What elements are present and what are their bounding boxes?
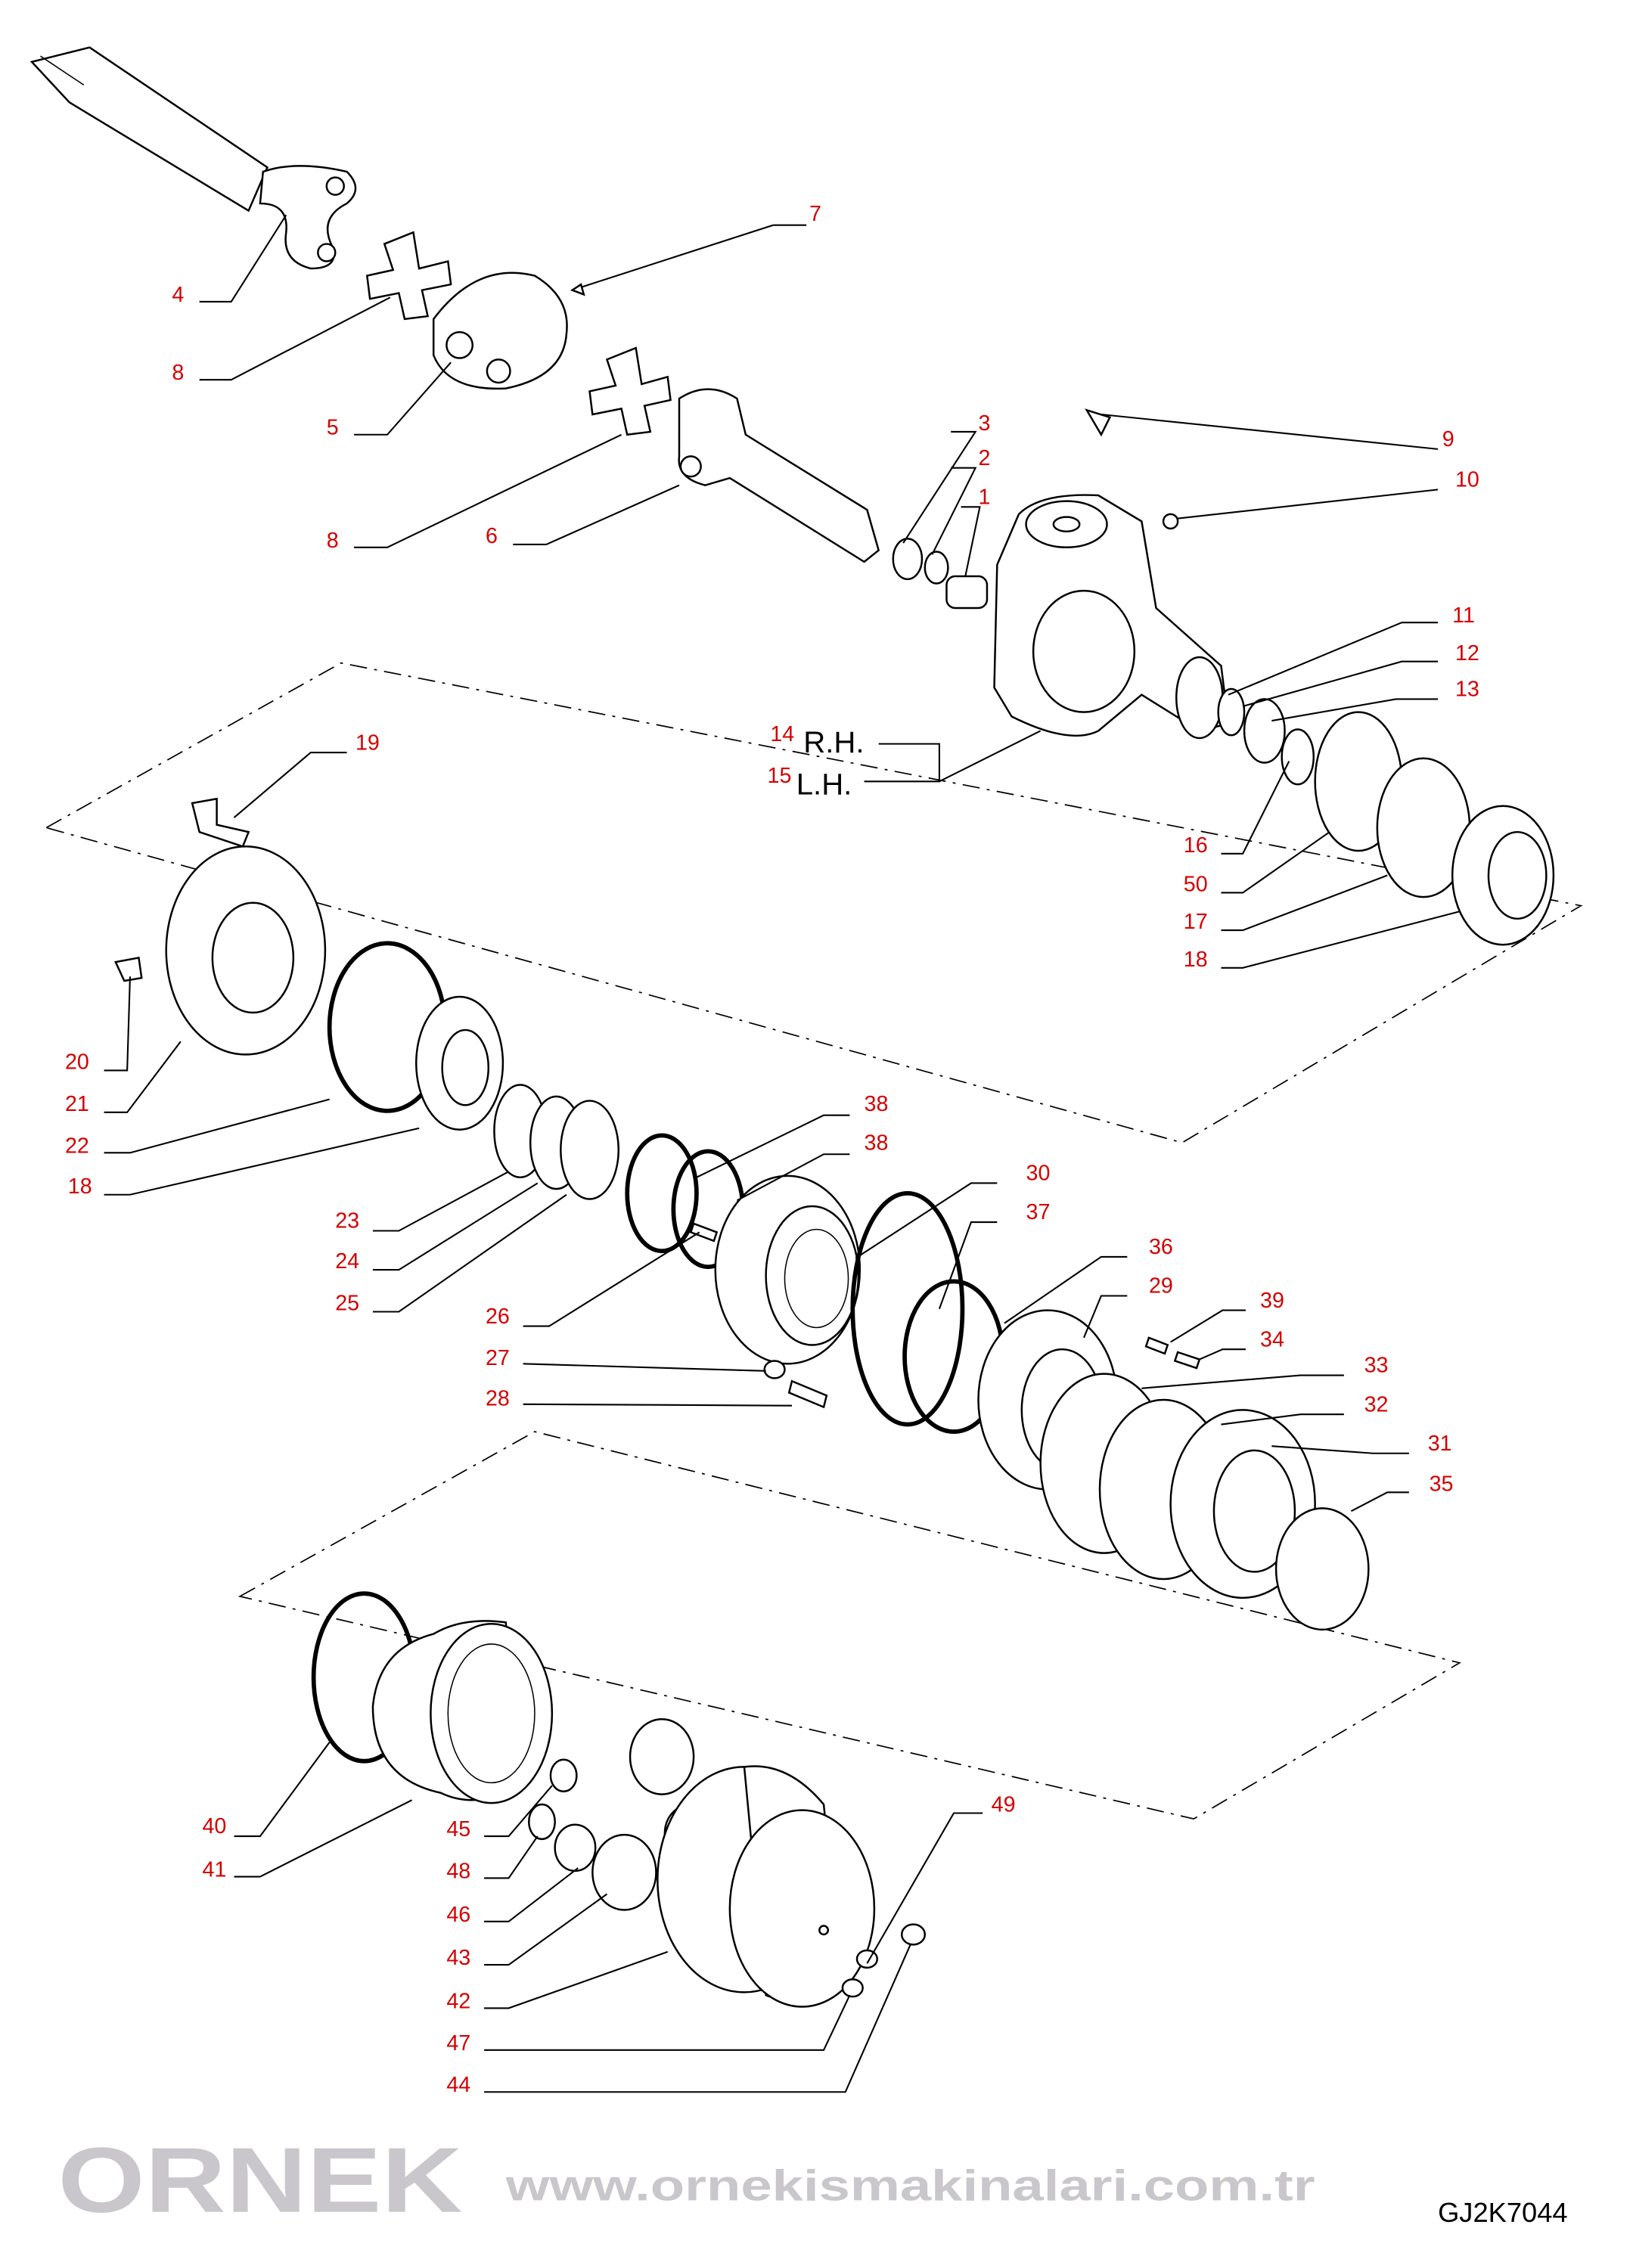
callout: 38 [865, 1131, 889, 1156]
callout: 8 [327, 529, 339, 553]
callout: 10 [1455, 468, 1479, 492]
parts [29, 46, 1555, 2008]
callout: 36 [1149, 1235, 1173, 1259]
callout-labels: 7 4 8 5 8 6 3 2 1 9 10 11 12 13 19 16 50… [65, 202, 1479, 2097]
callout: 7 [809, 202, 821, 226]
callout: 31 [1428, 1432, 1452, 1456]
variant-labels: 14 R.H. 15 L.H. [768, 722, 865, 802]
hub-assembly-boundary [44, 662, 1583, 1143]
leader-lines [104, 214, 1460, 2093]
callout: 49 [992, 1793, 1016, 1817]
callout: 28 [486, 1387, 510, 1411]
callout: 21 [65, 1092, 89, 1116]
callout: 30 [1026, 1162, 1051, 1186]
callout: 35 [1430, 1472, 1454, 1496]
lh-callout: 15 [768, 764, 792, 788]
callout: 18 [68, 1174, 92, 1199]
callout: 23 [335, 1209, 359, 1233]
hub-flange-part [114, 797, 745, 1270]
callout: 1 [978, 485, 990, 509]
callout: 20 [65, 1050, 89, 1075]
callout: 48 [446, 1859, 470, 1883]
callout: 18 [1184, 948, 1208, 972]
planetary-assembly-boundary [237, 1431, 1461, 1820]
callout: 44 [446, 2073, 470, 2097]
callout: 39 [1260, 1289, 1284, 1313]
lh-label: L.H. [796, 768, 852, 802]
rh-label: R.H. [803, 725, 864, 759]
callout: 33 [1364, 1354, 1389, 1378]
callout: 22 [65, 1134, 89, 1158]
callout: 46 [446, 1903, 470, 1927]
callout: 50 [1184, 873, 1208, 897]
callout: 6 [486, 524, 498, 548]
brake-pack-part [850, 1190, 1370, 1631]
callout: 4 [172, 283, 184, 307]
callout: 19 [355, 731, 380, 755]
seal-rings-small [892, 538, 989, 610]
callout: 34 [1260, 1327, 1284, 1351]
callout: 8 [172, 361, 184, 385]
callout: 12 [1455, 641, 1479, 666]
callout: 29 [1149, 1274, 1173, 1298]
steering-knuckle-part [993, 408, 1230, 740]
callout: 43 [446, 1946, 470, 1970]
callout: 16 [1184, 833, 1208, 858]
double-yoke-part [432, 271, 585, 390]
callout: 9 [1442, 427, 1454, 451]
watermark-url: www.ornekismakinalari.com.tr [504, 2162, 1315, 2211]
callout: 32 [1364, 1392, 1389, 1416]
wheel-hub-housing-part [657, 1765, 927, 2008]
callout: 41 [202, 1858, 226, 1882]
callout: 13 [1455, 678, 1479, 702]
stub-shaft-part [678, 388, 880, 563]
callout: 17 [1184, 910, 1208, 934]
callout: 42 [446, 1989, 470, 2013]
callout: 38 [865, 1092, 889, 1116]
planetary-drum-part [311, 1591, 718, 1911]
callout: 3 [978, 411, 990, 436]
watermark: ORNEK www.ornekismakinalari.com.tr [57, 2128, 1315, 2232]
bearing-rings-upper [1217, 687, 1555, 946]
callout: 2 [978, 446, 990, 470]
callout: 25 [335, 1292, 359, 1316]
assembly-boundaries [44, 662, 1583, 1820]
callout: 47 [446, 2031, 470, 2055]
drawing-code: GJ2K7044 [1438, 2197, 1568, 2228]
callout: 40 [202, 1814, 226, 1838]
callout: 26 [486, 1305, 510, 1329]
callout: 37 [1026, 1200, 1051, 1224]
callout: 24 [335, 1249, 359, 1274]
cross-spider-part [365, 231, 672, 436]
ring-gear-carrier-part [689, 1174, 862, 1409]
rh-callout: 14 [770, 722, 794, 746]
axle-shaft-part [29, 46, 357, 270]
callout: 27 [486, 1346, 510, 1370]
callout: 5 [327, 416, 339, 440]
callout: 45 [446, 1817, 470, 1841]
callout: 11 [1452, 603, 1475, 628]
watermark-brand: ORNEK [57, 2128, 462, 2232]
